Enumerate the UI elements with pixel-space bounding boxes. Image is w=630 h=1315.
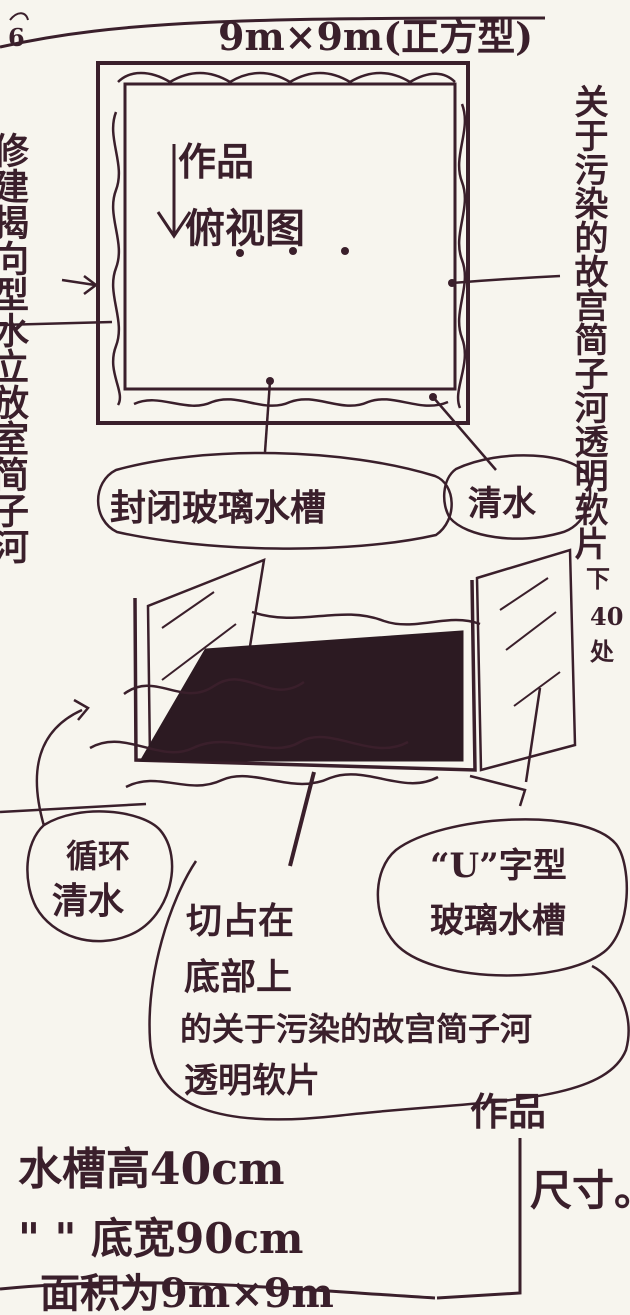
bubble-glass-trough-text: 封闭玻璃水槽 xyxy=(110,487,326,529)
bottom-base-line xyxy=(0,1281,436,1300)
bubble-u-trough-line1: “U”字型 xyxy=(430,846,567,886)
top-left-scribble xyxy=(9,12,29,21)
pointer-u-trough-tail xyxy=(469,774,527,807)
spec-line1: 水槽高40cm xyxy=(18,1144,285,1195)
bubble-bottom-line3: 的关于污染的故宫简子河 xyxy=(180,1010,532,1048)
size-label-line1: 作品 xyxy=(470,1089,546,1134)
trough-bottom-shading xyxy=(139,630,464,762)
right-pointer xyxy=(451,274,561,285)
bubble-glass-trough xyxy=(96,451,453,550)
plan-top-water xyxy=(117,71,456,84)
water-wave-2 xyxy=(123,678,305,695)
bubble-circulating-water xyxy=(26,810,174,943)
right-glass-reflections xyxy=(499,577,561,707)
pointer-circulating-head xyxy=(73,698,90,721)
pointer-glass-trough-dot xyxy=(266,377,274,385)
water-wave-1 xyxy=(251,610,481,626)
height-note-line3: 处 xyxy=(589,637,614,666)
bubble-bottom-note xyxy=(148,860,630,1121)
pointer-u-trough xyxy=(524,687,542,783)
right-pointer-dot xyxy=(448,279,456,287)
size-label-line2: 尺寸。 xyxy=(530,1166,630,1215)
plan-outer-frame xyxy=(96,61,470,425)
header-title: 9m×9m(正方型) xyxy=(218,14,533,59)
left-pointer xyxy=(61,278,96,287)
bubble-u-trough xyxy=(376,818,629,977)
plan-bottom-water xyxy=(133,398,449,407)
left-bottom-line xyxy=(0,802,147,814)
height-note-line2: 40 xyxy=(590,602,623,631)
left-pointer-head xyxy=(83,275,99,295)
trough-outline xyxy=(133,579,477,772)
bubble-bottom-line4: 透明软片 xyxy=(184,1061,320,1101)
bubble-u-trough-line2: 玻璃水槽 xyxy=(430,901,566,941)
left-margin-line xyxy=(0,320,113,327)
page-marker: 6 xyxy=(8,23,25,52)
height-note-line1: 下 xyxy=(586,564,610,593)
right-glass-panel xyxy=(475,548,577,772)
plan-left-water xyxy=(111,111,122,406)
pointer-bottom-note xyxy=(288,771,316,867)
right-note: 关于污染的故宫简子河透明软片 xyxy=(568,84,608,561)
plan-label-line2: 俯视图 xyxy=(185,205,305,252)
pointer-clear-water-top-dot xyxy=(429,393,437,401)
size-bracket xyxy=(436,1138,522,1300)
bubble-clear-water-top xyxy=(443,454,592,540)
pointer-circulating-water xyxy=(35,708,83,827)
left-note: 修建揭向型水立放室简子河 xyxy=(0,132,29,564)
plan-arrow-head xyxy=(156,211,192,239)
spec-line2: " " 底宽90cm xyxy=(18,1214,303,1263)
bubble-bottom-line1: 切占在 xyxy=(186,900,294,942)
header-line xyxy=(0,16,546,49)
bubble-bottom-line2: 底部上 xyxy=(184,956,292,998)
bubble-clear-water-top-text: 清水 xyxy=(468,484,537,524)
water-wave-4 xyxy=(125,773,439,789)
bubble-circulating-line2: 清水 xyxy=(52,880,125,922)
water-wave-3 xyxy=(89,735,409,754)
spec-line3: 面积为9m×9m xyxy=(40,1270,334,1315)
pointer-glass-trough xyxy=(263,380,272,453)
plan-dot-3 xyxy=(341,247,349,255)
plan-dot-2 xyxy=(289,247,297,255)
plan-label-line1: 作品 xyxy=(178,139,254,184)
pointer-clear-water-top xyxy=(432,396,497,471)
bubble-circulating-line1: 循环 xyxy=(66,837,130,875)
plan-right-water xyxy=(456,103,467,409)
plan-dot-1 xyxy=(236,249,244,257)
plan-inner-frame xyxy=(123,82,457,391)
